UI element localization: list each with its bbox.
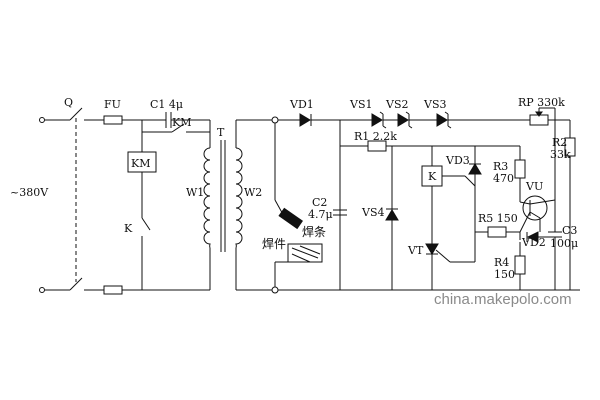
fuse-fu-top: [103, 115, 123, 125]
label-relay-k: K: [428, 170, 437, 183]
label-coil-w1: W1: [186, 186, 204, 199]
diode-vd3: [468, 163, 482, 175]
label-contact-km: KM: [172, 116, 191, 129]
label-vd1: VD1: [289, 98, 314, 111]
top-rail: [299, 107, 576, 290]
resistor-r2: [564, 137, 576, 157]
switch-q: [69, 107, 104, 291]
contact-km: [171, 123, 185, 133]
fuse-fu-bottom: [103, 285, 123, 295]
label-vs2: VS2: [385, 98, 408, 111]
label-workpiece: 焊件: [262, 236, 286, 251]
label-resistor-r5: R5 150: [478, 212, 518, 225]
label-r3-name: R3: [493, 160, 508, 173]
label-switch-q: Q: [64, 96, 73, 109]
coil-w2: [235, 147, 243, 249]
zener-vs2: [397, 113, 409, 127]
control-network: [333, 140, 562, 290]
label-thyristor-vt: VT: [407, 244, 424, 257]
label-resistor-r1: R1 2.2k: [354, 130, 397, 143]
label-capacitor-c1: C1 4μ: [150, 98, 183, 111]
label-vd3: VD3: [445, 154, 470, 167]
label-switch-k: K: [124, 222, 133, 235]
coil-w1: [203, 147, 211, 249]
label-vd2: VD2: [521, 236, 546, 249]
zener-vs3: [436, 113, 448, 127]
transformer-t: [203, 120, 243, 290]
output-terminal-top: [271, 116, 279, 124]
input-terminal-bottom: [39, 287, 45, 293]
label-r2-name: R2: [552, 136, 567, 149]
label-voltage: ~380V: [10, 186, 49, 199]
label-electrode: 焊条: [302, 224, 326, 239]
transistor-vu: [522, 195, 548, 221]
label-c2-value: 4.7μ: [308, 208, 333, 221]
resistor-r4: [514, 255, 526, 275]
label-vs3: VS3: [423, 98, 446, 111]
label-r4-value: 150: [494, 268, 515, 281]
label-vs4: VS4: [361, 206, 384, 219]
label-c3-value: 100μ: [550, 237, 578, 250]
zener-vs1: [371, 113, 383, 127]
label-c2-name: C2: [312, 196, 327, 209]
mains-input: [39, 107, 210, 295]
label-potentiometer-rp: RP 330k: [518, 96, 565, 109]
contactor-branch: [127, 112, 211, 290]
secondary-wiring: [236, 116, 580, 294]
label-vu: VU: [525, 180, 543, 193]
labels: Q FU C1 4μ KM KM K ~380V W1 W2 T VD1 VS1…: [10, 96, 578, 308]
rp-wiper: [535, 111, 543, 117]
diode-vd1: [299, 113, 311, 127]
label-c3-name: C3: [562, 224, 577, 237]
label-transformer-t: T: [217, 126, 225, 139]
label-r2-value: 33k: [550, 148, 571, 161]
label-fuse-fu: FU: [104, 98, 121, 111]
electrode-rod: [278, 207, 304, 230]
label-coil-w2: W2: [244, 186, 262, 199]
input-terminal-top: [39, 117, 45, 123]
label-vs1: VS1: [349, 98, 372, 111]
zener-vs4: [385, 209, 399, 221]
label-r4-name: R4: [494, 256, 509, 269]
switch-k: [141, 217, 151, 231]
label-r3-value: 470: [493, 172, 514, 185]
watermark-text: china.makepolo.com: [434, 291, 572, 308]
label-relay-km: KM: [131, 157, 150, 170]
resistor-r3: [514, 159, 526, 179]
resistor-r5: [487, 226, 507, 238]
output-terminal-bottom: [271, 286, 279, 294]
thyristor-vt: [425, 243, 439, 255]
